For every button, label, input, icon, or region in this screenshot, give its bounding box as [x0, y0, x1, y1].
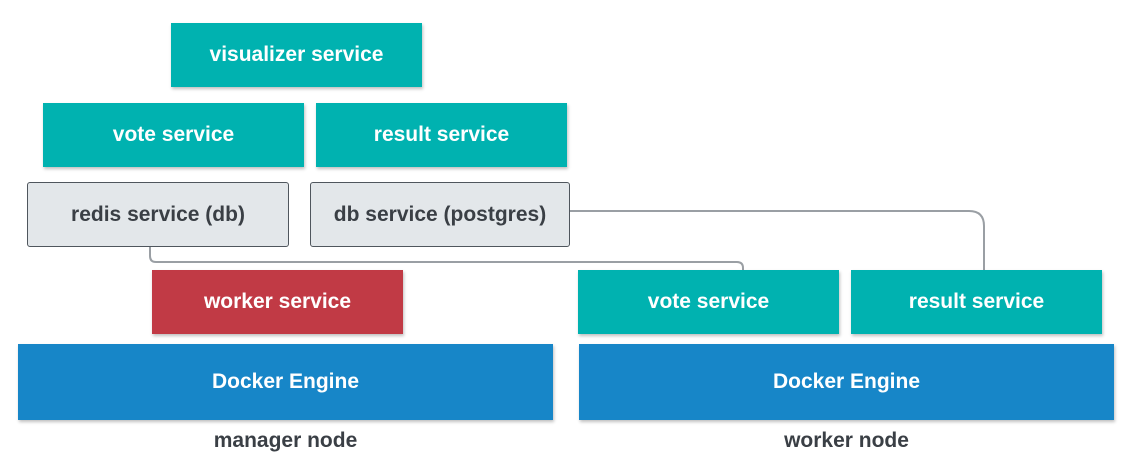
worker-docker-engine-box: Docker Engine [579, 344, 1114, 420]
worker-result-service-box: result service [851, 270, 1102, 334]
visualizer-service-box: visualizer service [171, 23, 422, 87]
db-service-box: db service (postgres) [310, 182, 570, 247]
worker-docker-engine-label: Docker Engine [772, 370, 921, 393]
visualizer-service-label: visualizer service [209, 43, 384, 66]
redis-service-label: redis service (db) [71, 202, 245, 226]
db-service-label: db service (postgres) [333, 202, 547, 226]
db-to-worker-result-connector [570, 210, 985, 270]
manager-node-label: manager node [213, 429, 358, 452]
redis-to-worker-vote-connector [149, 246, 744, 270]
manager-result-service-label: result service [373, 123, 510, 146]
manager-vote-service-label: vote service [112, 123, 235, 146]
redis-service-box: redis service (db) [27, 182, 289, 247]
worker-service-box: worker service [152, 270, 403, 334]
worker-vote-service-label: vote service [647, 290, 770, 313]
worker-vote-service-box: vote service [578, 270, 839, 334]
worker-service-label: worker service [203, 290, 352, 313]
manager-docker-engine-label: Docker Engine [211, 370, 360, 393]
manager-docker-engine-box: Docker Engine [18, 344, 553, 420]
manager-vote-service-box: vote service [43, 103, 304, 167]
worker-result-service-label: result service [908, 290, 1045, 313]
worker-node-label: worker node [784, 429, 909, 452]
manager-result-service-box: result service [316, 103, 567, 167]
